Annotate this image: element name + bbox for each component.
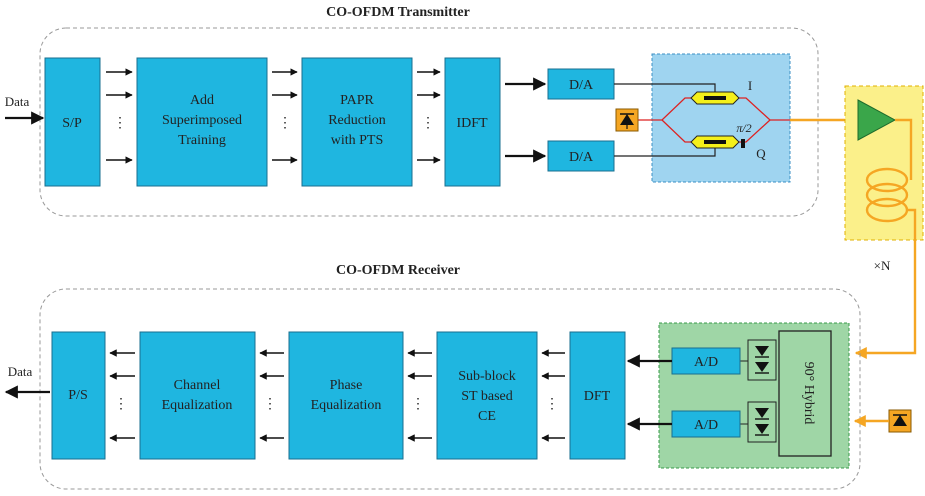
svg-text:⋮: ⋮	[113, 116, 127, 131]
svg-text:⋮: ⋮	[263, 397, 277, 412]
hybrid-block	[778, 330, 832, 457]
transmitter-frame	[39, 27, 819, 217]
ce-label-2: ST based	[461, 389, 512, 404]
balanced-detector-top-icon	[747, 339, 777, 381]
da-bottom-to-mzm-line	[614, 147, 716, 157]
svg-text:⋮: ⋮	[421, 116, 435, 131]
papr-label-2: Reduction	[328, 113, 386, 128]
da-top-block	[547, 68, 615, 100]
ce-label-3: CE	[478, 409, 496, 424]
mzm-bottom-icon	[690, 135, 740, 149]
tx-parallel-arrows-2: ⋮	[272, 68, 298, 164]
receiver-title: CO-OFDM Receiver	[336, 263, 460, 278]
phase-eq-label-2: Equalization	[311, 398, 382, 413]
rx-front-end-box	[658, 322, 850, 469]
ad-top-block	[671, 347, 741, 375]
training-label-3: Training	[178, 133, 226, 148]
amplifier-icon	[857, 99, 897, 141]
amp-to-fiber-line	[895, 118, 913, 180]
rx-parallel-arrows-1: ⋮	[541, 349, 565, 442]
phase-eq-label-1: Phase	[330, 378, 363, 393]
da-top-label: D/A	[569, 78, 594, 93]
balanced-detector-bottom-icon	[747, 401, 777, 443]
idft-block	[444, 57, 501, 187]
ps-label: P/S	[68, 388, 87, 403]
ad-top-label: A/D	[694, 355, 718, 370]
phase-shift-label: π/2	[736, 121, 751, 135]
transmitter-title: CO-OFDM Transmitter	[326, 5, 470, 20]
receiver-frame	[39, 288, 861, 490]
fiber-exit-line	[907, 208, 917, 240]
idft-label: IDFT	[456, 116, 488, 131]
ad-bottom-block	[671, 410, 741, 438]
svg-text:⋮: ⋮	[411, 397, 425, 412]
hybrid-label: 90° Hybrid	[801, 362, 816, 425]
dft-block	[569, 331, 626, 460]
training-block	[136, 57, 268, 187]
training-label-1: Add	[190, 93, 214, 108]
q-label: Q	[756, 146, 766, 161]
da-bottom-block	[547, 140, 615, 172]
channel-eq-label-2: Equalization	[162, 398, 233, 413]
sp-label: S/P	[62, 116, 82, 131]
svg-text:⋮: ⋮	[545, 397, 559, 412]
rx-parallel-arrows-2: ⋮	[407, 349, 432, 442]
lo-laser-icon	[888, 409, 912, 433]
da-bottom-label: D/A	[569, 150, 594, 165]
papr-block	[301, 57, 413, 187]
phase-shifter-icon	[741, 139, 745, 148]
ad-bottom-label: A/D	[694, 418, 718, 433]
channel-eq-label-1: Channel	[174, 378, 221, 393]
rx-parallel-arrows-4: ⋮	[109, 349, 135, 442]
papr-label-3: with PTS	[331, 133, 384, 148]
svg-text:⋮: ⋮	[114, 397, 128, 412]
i-label: I	[748, 78, 752, 93]
mzm-top-icon	[690, 91, 740, 105]
rx-parallel-arrows-3: ⋮	[259, 349, 284, 442]
sp-block	[44, 57, 101, 187]
training-label-2: Superimposed	[162, 113, 242, 128]
tx-parallel-arrows-3: ⋮	[417, 68, 441, 164]
span-count-label: ×N	[874, 258, 891, 273]
channel-eq-block	[139, 331, 256, 460]
ps-block	[51, 331, 106, 460]
svg-text:⋮: ⋮	[278, 116, 292, 131]
tx-input-label: Data	[5, 94, 30, 109]
dft-label: DFT	[584, 389, 611, 404]
phase-eq-block	[288, 331, 404, 460]
iq-modulator-box	[651, 53, 791, 183]
papr-label-1: PAPR	[340, 93, 374, 108]
ce-block	[436, 331, 538, 460]
tx-parallel-arrows-1: ⋮	[106, 68, 133, 164]
tx-laser-icon	[615, 108, 639, 132]
link-to-receiver-line	[854, 240, 917, 359]
ce-label-1: Sub-block	[458, 369, 516, 384]
da-top-to-mzm-line	[614, 83, 716, 93]
rx-output-label: Data	[8, 364, 33, 379]
